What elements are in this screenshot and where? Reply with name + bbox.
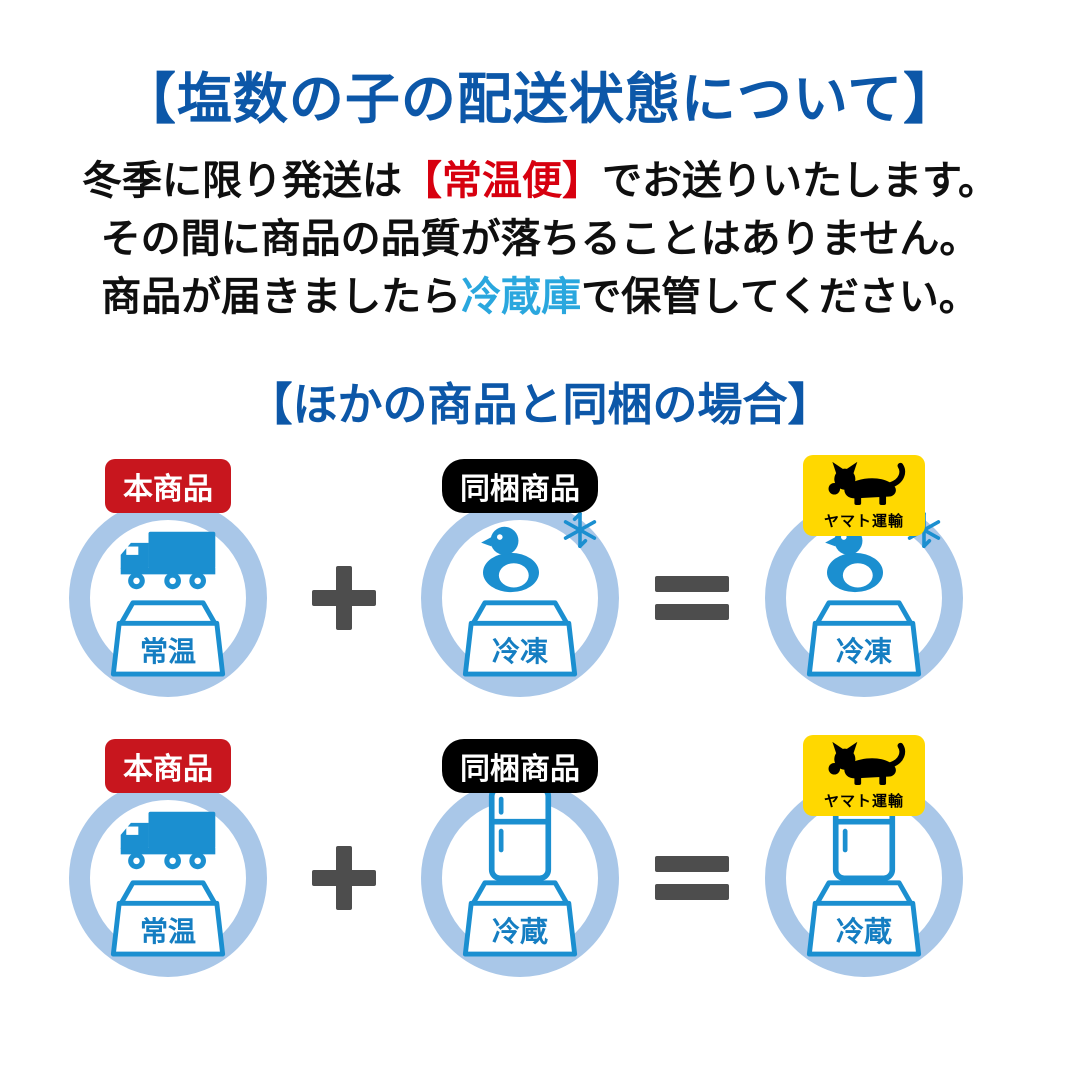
intro-line-3: 商品が届きましたら冷蔵庫で保管してください。 [0, 268, 1080, 326]
shipping-circle: 冷蔵 [421, 779, 619, 977]
box-label: 常温 [139, 915, 197, 948]
yamato-logo-text: ヤマト運輸 [823, 512, 904, 530]
yamato-logo: ヤマト運輸 [803, 735, 925, 816]
shipping-circle: 常温 [69, 779, 267, 977]
intro-line-1-pre: 冬季に限り発送は [82, 158, 402, 204]
shipping-box-icon: 冷凍 [805, 596, 923, 678]
intro-line-3-pre: 商品が届きましたら [101, 274, 462, 320]
box-label: 常温 [139, 635, 197, 668]
result-cell: ヤマト運輸 冷蔵 [757, 735, 971, 1045]
bundled-product-cell: 同梱商品 [413, 455, 627, 765]
plus-icon [312, 566, 376, 630]
shipping-box-icon: 常温 [109, 596, 227, 678]
main-product-badge: 本商品 [105, 459, 231, 513]
bundled-product-badge: 同梱商品 [442, 739, 598, 793]
intro-line-3-post: で保管してください。 [581, 274, 979, 320]
black-cat-icon [828, 741, 906, 786]
shipping-box-icon: 冷凍 [461, 596, 579, 678]
intro-line-2: その間に商品の品質が落ちることはありません。 [100, 216, 980, 262]
box-label: 冷蔵 [835, 915, 893, 948]
bundled-product-cell: 同梱商品 冷蔵 [413, 735, 627, 1045]
equals-icon [655, 854, 729, 902]
page-title: 【塩数の子の配送状態について】 [120, 67, 960, 131]
main-product-cell: 本商品 常温 [61, 735, 275, 1045]
box-label: 冷蔵 [491, 915, 549, 948]
plus-icon [312, 846, 376, 910]
shipping-circle: 常温 [69, 499, 267, 697]
penguin-icon [480, 526, 539, 593]
intro-line-1-post: でお送りいたします。 [602, 158, 998, 204]
shipping-box-icon: 常温 [109, 876, 227, 958]
intro-line-1-highlight: 【常温便】 [402, 158, 602, 204]
main-product-cell: 本商品 常温 [61, 455, 275, 765]
box-label: 冷凍 [491, 635, 549, 668]
intro-text: 冬季に限り発送は【常温便】でお送りいたします。 その間に商品の品質が落ちることは… [0, 152, 1080, 326]
intro-line-3-highlight: 冷蔵庫 [461, 274, 582, 320]
snowflake-icon [563, 512, 597, 548]
box-label: 冷凍 [835, 635, 893, 668]
shipping-circle: 冷凍 [421, 499, 619, 697]
black-cat-icon [828, 461, 906, 506]
result-cell: ヤマト運輸 [757, 455, 971, 765]
yamato-logo-text: ヤマト運輸 [823, 792, 904, 810]
section-subtitle: 【ほかの商品と同梱の場合】 [247, 378, 833, 431]
truck-icon [120, 531, 216, 590]
bundled-product-badge: 同梱商品 [442, 459, 598, 513]
shipping-box-icon: 冷蔵 [805, 876, 923, 958]
intro-line-1: 冬季に限り発送は【常温便】でお送りいたします。 [0, 152, 1080, 210]
refrigerator-icon [488, 784, 552, 882]
shipping-box-icon: 冷蔵 [461, 876, 579, 958]
equals-icon [655, 574, 729, 622]
yamato-logo: ヤマト運輸 [803, 455, 925, 536]
truck-icon [120, 811, 216, 870]
main-product-badge: 本商品 [105, 739, 231, 793]
